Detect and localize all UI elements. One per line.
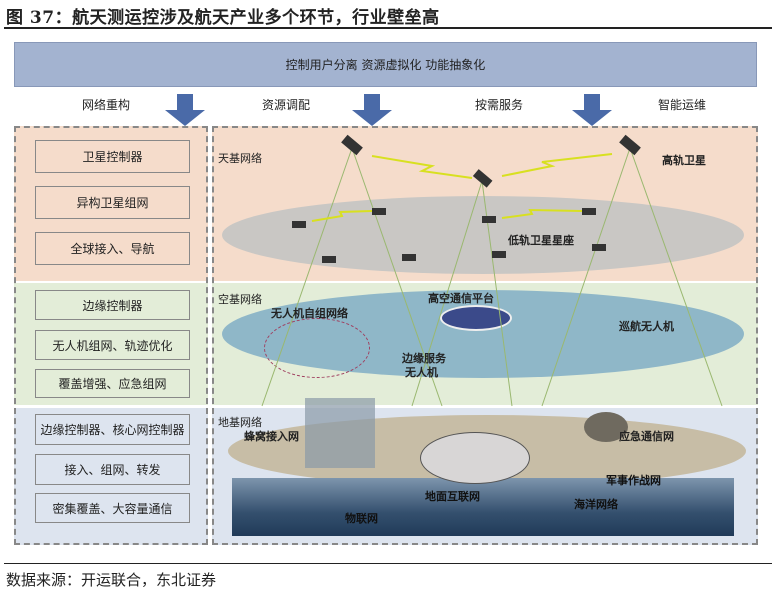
edge-uav-label: 无人机 [405,366,438,379]
control-box: 异构卫星组网 [35,186,190,219]
control-panel-frame [14,126,208,545]
function-label-resource-allocation: 资源调配 [262,98,311,112]
left-air-bg [14,283,208,405]
uav-adhoc-label: 无人机自组网络 [271,307,348,320]
space-network-label: 天基网络 [218,152,262,165]
source-note: 数据来源：开运联合，东北证券 [6,571,217,589]
air-network-label: 空基网络 [218,293,262,306]
function-label-network-reconfig: 网络重构 [82,98,131,112]
control-box: 接入、组网、转发 [35,454,190,485]
cruise-uav-label: 巡航无人机 [619,320,674,333]
left-space-bg [14,126,208,281]
city-buildings-image [305,398,375,468]
leo-constellation-label: 低轨卫星星座 [508,234,574,247]
ocean-network-label: 海洋网络 [574,498,618,511]
satellite-links [261,134,723,407]
control-box: 无人机组网、轨迹优化 [35,330,190,360]
hap-label: 高空通信平台 [428,292,494,305]
function-label-smart-ops: 智能运维 [658,98,707,112]
ground-internet-label: 地面互联网 [425,490,480,503]
control-box: 覆盖增强、应急组网 [35,369,190,398]
network-panel-frame [212,126,758,545]
geo-satellite-label: 高轨卫星 [662,154,706,167]
emergency-network-label: 应急通信网 [619,430,674,443]
control-box: 边缘控制器 [35,290,190,320]
title-divider [4,27,772,29]
down-arrow-icon [352,94,392,126]
emergency-scene-image [584,412,628,442]
figure-title: 图 37：航天测运控涉及航天产业多个环节，行业壁垒高 [6,8,440,28]
source-divider [4,563,772,564]
function-label-on-demand: 按需服务 [475,98,524,112]
leo-ellipse [222,196,744,274]
top-control-bar: 控制用户分离 资源虚拟化 功能抽象化 [14,42,757,87]
ocean-image [232,478,734,536]
military-network-label: 军事作战网 [606,474,661,487]
down-arrow-icon [572,94,612,126]
control-box: 边缘控制器、核心网控制器 [35,414,190,445]
down-arrow-icon [165,94,205,126]
satellite-icon [292,134,641,263]
uav-mesh-circle [264,318,370,378]
iot-label: 物联网 [345,512,378,525]
control-box: 全球接入、导航 [35,232,190,265]
edge-service-label: 边缘服务 [402,352,446,365]
control-box: 卫星控制器 [35,140,190,173]
ground-network-label: 地基网络 [218,416,262,429]
cellular-access-label: 蜂窝接入网 [244,430,299,443]
internet-cloud-icon [420,432,530,484]
control-box: 密集覆盖、大容量通信 [35,493,190,523]
